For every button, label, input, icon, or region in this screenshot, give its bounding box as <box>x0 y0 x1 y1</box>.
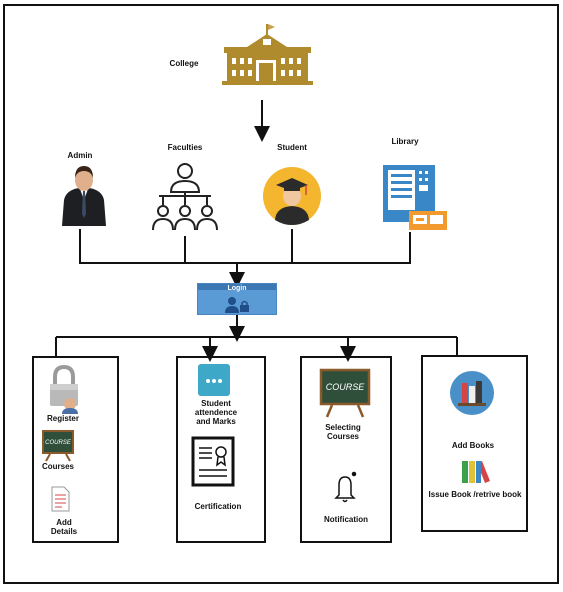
add-details-label-line2: Details <box>50 527 78 536</box>
admin-role-label: Admin <box>67 151 93 160</box>
courses-chalkboard-icon: COURSE <box>42 430 74 462</box>
student-role-label: Student <box>277 143 307 152</box>
student-graduate-icon <box>263 167 321 225</box>
roles-connector <box>79 229 411 264</box>
svg-text:COURSE: COURSE <box>326 382 366 392</box>
attendance-label-line2: attendence <box>194 408 238 417</box>
admin-person-icon <box>62 166 106 226</box>
login-title-bar <box>198 284 276 290</box>
attendance-label-line3: and Marks <box>196 417 236 426</box>
college-label: College <box>169 59 199 68</box>
certification-label: Certification <box>194 502 242 511</box>
login-user-icon <box>225 297 249 313</box>
issue-books-label: Issue Book /retrive book <box>428 490 522 499</box>
boxes-connector <box>55 336 458 357</box>
selecting-courses-label-line1: Selecting <box>325 423 361 432</box>
student-box <box>300 356 392 543</box>
library-building-icon <box>383 165 447 230</box>
college-building-icon <box>222 24 313 85</box>
library-role-label: Library <box>391 137 419 146</box>
add-books-icon <box>450 371 494 415</box>
certificate-icon <box>191 436 235 487</box>
courses-label: Courses <box>41 462 74 471</box>
page-border <box>3 4 559 584</box>
selecting-courses-chalkboard-icon: COURSE <box>319 368 371 418</box>
add-details-label-line1: Add <box>56 518 72 527</box>
faculty-box <box>176 356 266 543</box>
register-lock-icon <box>50 364 78 414</box>
notification-bell-icon <box>334 471 357 503</box>
login-label: Login <box>227 285 247 292</box>
library-box <box>421 355 528 532</box>
attendance-chat-icon <box>198 364 230 396</box>
faculties-role-label: Faculties <box>167 143 203 152</box>
svg-text:COURSE: COURSE <box>45 440 72 446</box>
issue-books-icon <box>462 461 490 483</box>
attendance-label-line1: Student <box>201 399 231 408</box>
selecting-courses-label-line2: Courses <box>326 432 359 441</box>
add-books-label: Add Books <box>451 441 495 450</box>
login-box[interactable]: Login <box>197 283 277 315</box>
faculties-group-icon <box>152 163 218 231</box>
add-details-document-icon <box>51 486 70 512</box>
notification-label: Notification <box>324 515 368 524</box>
admin-box <box>32 356 119 543</box>
register-label: Register <box>46 414 79 423</box>
